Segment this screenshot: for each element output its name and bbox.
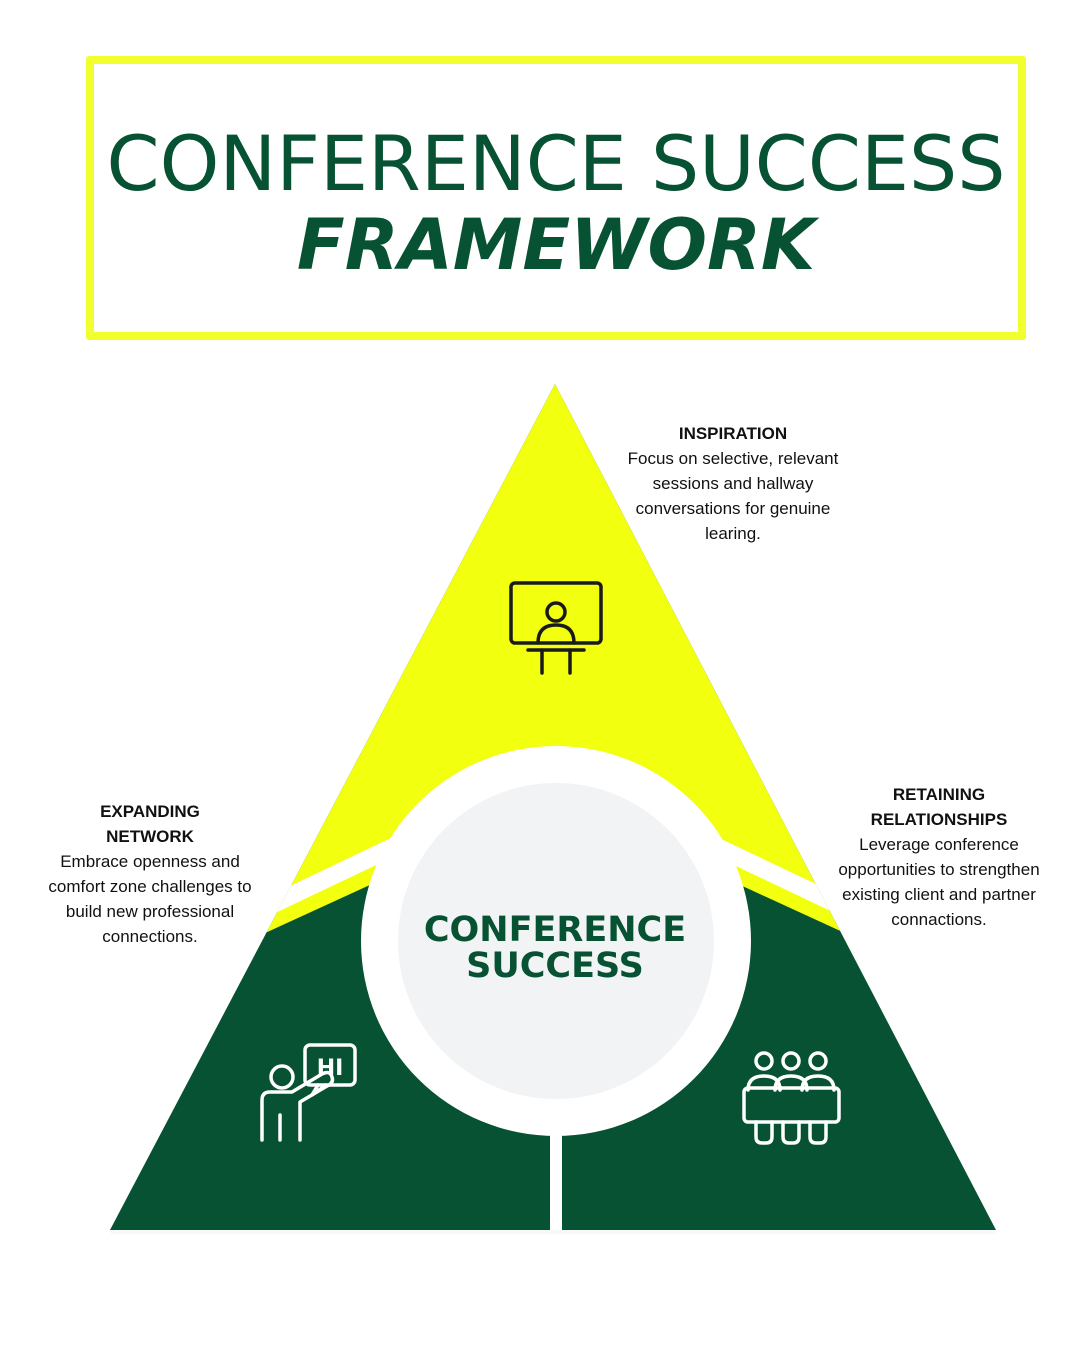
inspiration-text-line: conversations for genuine: [635, 499, 831, 518]
center-label: CONFERENCE SUCCESS: [400, 912, 710, 984]
expanding-network-label: EXPANDING NETWORK Embrace openness and c…: [20, 799, 280, 949]
center-line-2: SUCCESS: [466, 946, 644, 986]
retaining-text-line: Leverage conference: [859, 835, 1019, 854]
retaining-heading-line: RETAINING: [892, 785, 986, 804]
inspiration-text-line: learing.: [705, 524, 761, 543]
hi-speech-text: HI: [317, 1056, 344, 1081]
inspiration-heading: INSPIRATION: [678, 424, 788, 443]
title-line-1: CONFERENCE SUCCESS: [106, 119, 1006, 208]
retaining-heading-line: RELATIONSHIPS: [870, 810, 1008, 829]
expanding-text-line: connections.: [102, 927, 198, 946]
retaining-relationships-label: RETAINING RELATIONSHIPS Leverage confere…: [810, 782, 1068, 932]
title-box: CONFERENCE SUCCESS FRAMEWORK: [86, 56, 1026, 340]
center-circle: [398, 783, 714, 1099]
inspiration-text-line: sessions and hallway: [652, 474, 814, 493]
retaining-text-line: opportunities to strengthen: [838, 860, 1040, 879]
title-line-2: FRAMEWORK: [296, 204, 816, 286]
presenter-screen-icon: [509, 581, 603, 675]
expanding-text-line: build new professional: [65, 902, 235, 921]
expanding-heading-line: NETWORK: [106, 827, 194, 846]
expanding-heading-line: EXPANDING: [100, 802, 200, 821]
retaining-text-line: connactions.: [891, 910, 987, 929]
inspiration-text-line: Focus on selective, relevant: [627, 449, 839, 468]
expanding-text-line: Embrace openness and: [60, 852, 240, 871]
greeting-person-icon: [260, 1043, 357, 1142]
meeting-table-icon: [742, 1051, 841, 1145]
center-line-1: CONFERENCE: [423, 910, 687, 950]
inspiration-label: INSPIRATION Focus on selective, relevant…: [598, 421, 868, 546]
retaining-text-line: existing client and partner: [842, 885, 1036, 904]
expanding-text-line: comfort zone challenges to: [48, 877, 252, 896]
